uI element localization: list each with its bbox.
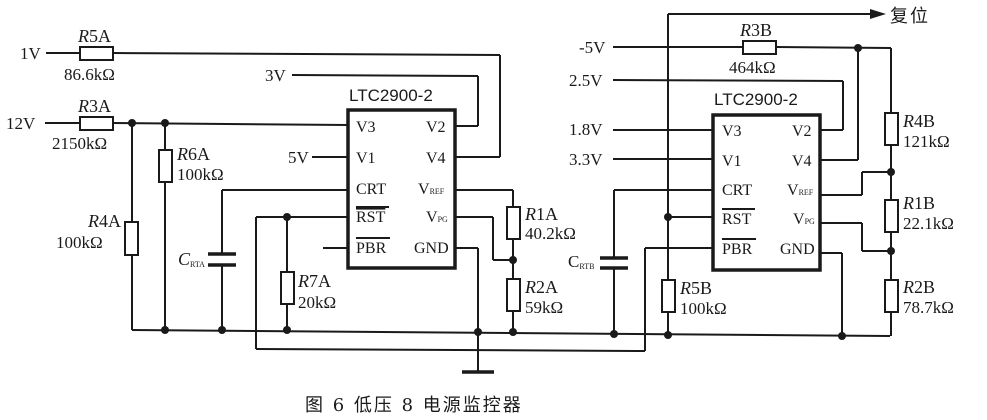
chip-b-pin-vref: VREF [787, 182, 814, 199]
wire-rst-a-to-pbr-b [255, 348, 646, 352]
chip-b-pin-v1: V1 [722, 153, 742, 170]
resistor-r7a [280, 271, 295, 305]
chip-b-pin-v3: V3 [722, 123, 742, 140]
r2b-value: 78.7kΩ [903, 298, 954, 317]
resistor-r1b [884, 199, 899, 233]
resistor-r4b [884, 112, 899, 146]
chip-a-pin-rst: RST [356, 209, 386, 226]
resistor-r4a [124, 221, 139, 256]
chip-a-pin-crt: CRT [356, 181, 386, 198]
chip-a-pin-pbr: PBR [356, 240, 387, 257]
chip-a-pin-v1: V1 [356, 150, 376, 167]
input-label-5v: 5V [288, 148, 310, 167]
reset-output-label: 复位 [890, 6, 930, 27]
r4b-value: 121kΩ [903, 132, 950, 151]
r6a-value: 100kΩ [177, 165, 224, 184]
r5a-value: 86.6kΩ [64, 65, 115, 84]
wire-r3b-to-r4b [775, 46, 892, 49]
chip-b-pin-vpg: VPG [793, 211, 815, 228]
circuit-a: 1V R5A 86.6kΩ 3V 12V R3A 2150kΩ R4A 100k… [6, 26, 576, 374]
r5b-name: R5B [679, 278, 712, 298]
input-label-3v3: 3.3V [569, 150, 603, 169]
resistor-r6a [158, 149, 173, 183]
r3b-name: R3B [739, 20, 772, 40]
resistor-r2a [506, 278, 521, 312]
junction [610, 330, 618, 338]
r7a-value: 20kΩ [298, 293, 336, 312]
r1a-value: 40.2kΩ [525, 224, 576, 243]
resistor-r3a [79, 116, 114, 131]
chip-b-pin-gnd: GND [780, 241, 815, 258]
chip-b-body [711, 113, 822, 272]
resistor-r3b [742, 40, 777, 55]
chip-b-part-number: LTC2900-2 [714, 90, 798, 109]
r5a-name: R5A [77, 26, 111, 46]
r3a-name: R3A [77, 96, 111, 116]
resistor-r5b [661, 279, 676, 313]
input-label-1v8: 1.8V [569, 120, 603, 139]
r2b-name: R2B [902, 277, 935, 297]
junction [664, 331, 672, 339]
r1b-name: R1B [902, 193, 935, 213]
wire-2v5 [612, 79, 844, 82]
r1a-name: R1A [524, 204, 558, 224]
chip-b-pin-v2: V2 [792, 123, 812, 140]
crtb-name: CRTB [568, 252, 594, 271]
figure-caption: 图 6 低压 8 电源监控器 [305, 395, 523, 416]
input-label-neg5v: -5V [579, 38, 606, 57]
chip-b-pin-rst: RST [722, 211, 752, 228]
wire-r5a-to-v4 [112, 52, 501, 56]
r3a-value: 2150kΩ [52, 134, 107, 153]
chip-a-pin-vpg: VPG [426, 209, 448, 226]
ground-rail [131, 329, 891, 337]
junction [509, 256, 517, 264]
input-label-2v5: 2.5V [569, 71, 603, 90]
crta-name: CRTA [178, 249, 205, 269]
input-label-12v: 12V [6, 114, 36, 133]
resistor-r2b [884, 279, 899, 313]
r3b-value: 464kΩ [729, 58, 776, 77]
r2a-name: R2A [524, 277, 558, 297]
resistor-r1a [506, 206, 521, 240]
r4a-value: 100kΩ [56, 233, 103, 252]
wire-3v [291, 74, 479, 77]
chip-b-pin-crt: CRT [722, 182, 752, 199]
input-label-1v: 1V [20, 44, 42, 63]
chip-b-pin-v4: V4 [792, 153, 812, 170]
junction [838, 332, 846, 340]
wire-r3a-to-v3 [112, 122, 349, 126]
r6a-name: R6A [176, 144, 210, 164]
chip-a-pin-v4: V4 [426, 150, 446, 167]
reset-arrow-icon [870, 9, 886, 19]
chip-a-pin-v2: V2 [426, 119, 446, 136]
r4b-name: R4B [902, 111, 935, 131]
chip-a-pin-gnd: GND [414, 240, 449, 257]
chip-a-pin-vref: VREF [418, 181, 445, 198]
chip-a-part-number: LTC2900-2 [349, 86, 433, 105]
r5b-value: 100kΩ [680, 299, 727, 318]
r4a-name: R4A [87, 211, 121, 231]
r7a-name: R7A [297, 271, 331, 291]
chip-b-pin-pbr: PBR [722, 241, 753, 258]
circuit-b: 复位 -5V R3B 464kΩ 2.5V 1.8V 3.3V R4B 121k… [568, 6, 954, 351]
r2a-value: 59kΩ [525, 298, 563, 317]
junction [283, 326, 291, 334]
resistor-r5a [79, 46, 114, 61]
input-label-3v: 3V [265, 66, 287, 85]
chip-a-pin-v3: V3 [356, 119, 376, 136]
r1b-value: 22.1kΩ [903, 214, 954, 233]
